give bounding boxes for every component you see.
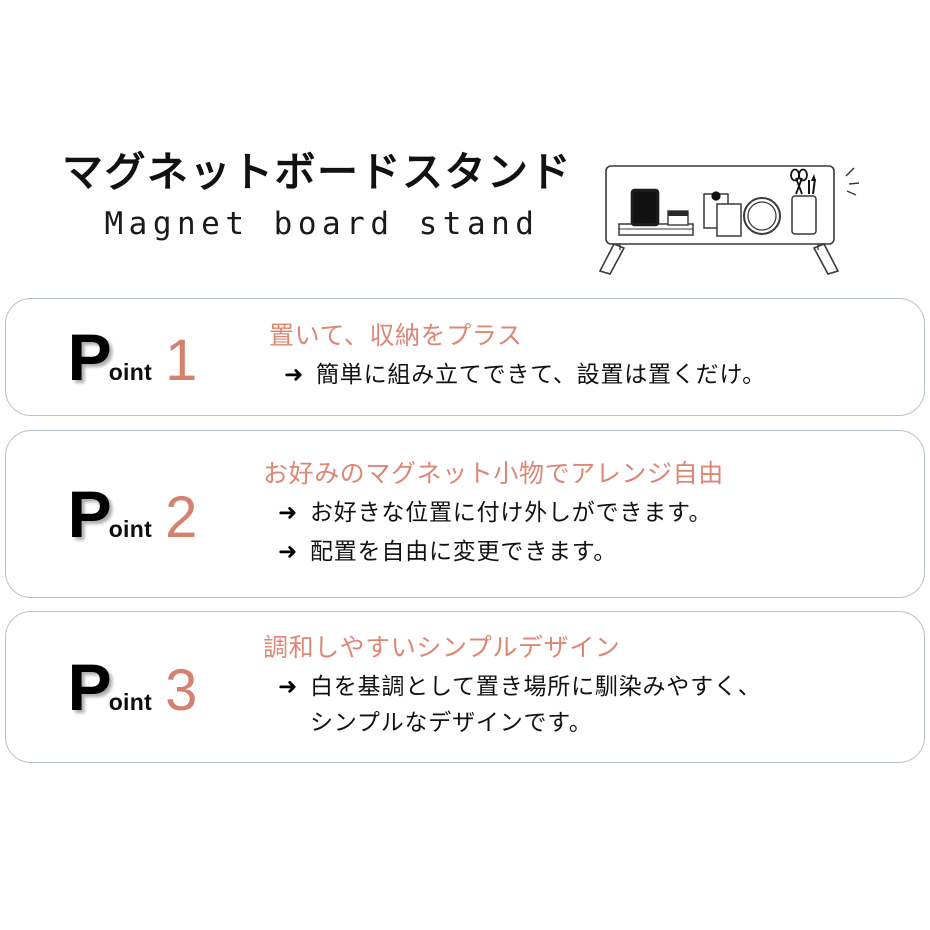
point-badge-number: 1 <box>165 327 198 393</box>
point-bullet-text: 簡単に組み立てできて、設置は置くだけ。 <box>316 362 766 389</box>
point-badge-1: P oint 1 <box>24 319 235 394</box>
point-bullet-list-1: ➜ 簡単に組み立てできて、設置は置くだけ。 <box>269 358 906 394</box>
point-card-3-inner: P oint 3 調和しやすいシンプルデザイン ➜ 白を基調として置き場所に馴染… <box>6 612 924 762</box>
point-bullet-continuation: シンプルなデザインです。 <box>310 710 593 737</box>
point-badge-2: P oint 2 <box>24 476 235 551</box>
point-bullet-text: お好きな位置に付け外しができます。 <box>310 499 713 526</box>
point-bullet-text: 配置を自由に変更できます。 <box>310 538 618 565</box>
point-badge-letters-oint: oint <box>108 515 153 542</box>
arrow-right-icon: ➜ <box>284 362 304 389</box>
point-badge-letter-p: P <box>67 649 112 724</box>
list-item-continuation: シンプルなデザインです。 <box>263 706 906 742</box>
list-item: ➜ お好きな位置に付け外しができます。 <box>263 496 906 532</box>
point-card-3: P oint 3 調和しやすいシンプルデザイン ➜ 白を基調として置き場所に馴染… <box>5 611 925 763</box>
point-badge-number: 2 <box>165 484 198 550</box>
point-badge-letters-oint: oint <box>108 358 153 385</box>
point-badge-letter-p: P <box>67 319 112 394</box>
point-card-3-body: 調和しやすいシンプルデザイン ➜ 白を基調として置き場所に馴染みやすく、 シンプ… <box>235 632 906 742</box>
header-text-block: マグネットボードスタンド Magnet board stand <box>62 148 592 242</box>
point-heading-3: 調和しやすいシンプルデザイン <box>263 633 621 663</box>
point-card-2-inner: P oint 2 お好みのマグネット小物でアレンジ自由 ➜ お好きな位置に付け外… <box>6 431 924 597</box>
point-heading-2: お好みのマグネット小物でアレンジ自由 <box>263 458 724 488</box>
point-bullet-list-3: ➜ 白を基調として置き場所に馴染みやすく、 シンプルなデザインです。 <box>263 670 906 741</box>
magnet-board-stand-illustration <box>584 156 874 276</box>
arrow-right-icon: ➜ <box>278 674 298 701</box>
page-subtitle-english: Magnet board stand <box>104 206 540 243</box>
point-card-1: P oint 1 置いて、収納をプラス ➜ 簡単に組み立てできて、設置は置くだけ… <box>5 298 925 416</box>
point-bullet-text: 白を基調として置き場所に馴染みやすく、 <box>310 674 762 701</box>
page-title-japanese: マグネットボードスタンド <box>62 148 572 196</box>
list-item: ➜ 白を基調として置き場所に馴染みやすく、 <box>263 670 906 706</box>
point-bullet-list-2: ➜ お好きな位置に付け外しができます。 ➜ 配置を自由に変更できます。 <box>263 496 906 570</box>
point-badge-letter-p: P <box>67 476 112 551</box>
list-item: ➜ 配置を自由に変更できます。 <box>263 535 906 571</box>
point-badge-letters-oint: oint <box>108 688 153 715</box>
list-item: ➜ 簡単に組み立てできて、設置は置くだけ。 <box>269 358 906 394</box>
arrow-right-icon: ➜ <box>278 499 298 526</box>
point-card-1-inner: P oint 1 置いて、収納をプラス ➜ 簡単に組み立てできて、設置は置くだけ… <box>6 299 924 415</box>
point-heading-1: 置いて、収納をプラス <box>269 321 523 351</box>
point-card-2: P oint 2 お好みのマグネット小物でアレンジ自由 ➜ お好きな位置に付け外… <box>5 430 925 598</box>
point-card-1-body: 置いて、収納をプラス ➜ 簡単に組み立てできて、設置は置くだけ。 <box>235 320 906 394</box>
arrow-right-icon: ➜ <box>278 538 298 565</box>
header: マグネットボードスタンド Magnet board stand <box>0 148 930 278</box>
point-badge-3: P oint 3 <box>24 649 235 724</box>
point-badge-number: 3 <box>165 657 198 723</box>
point-card-2-body: お好みのマグネット小物でアレンジ自由 ➜ お好きな位置に付け外しができます。 ➜… <box>235 458 906 571</box>
